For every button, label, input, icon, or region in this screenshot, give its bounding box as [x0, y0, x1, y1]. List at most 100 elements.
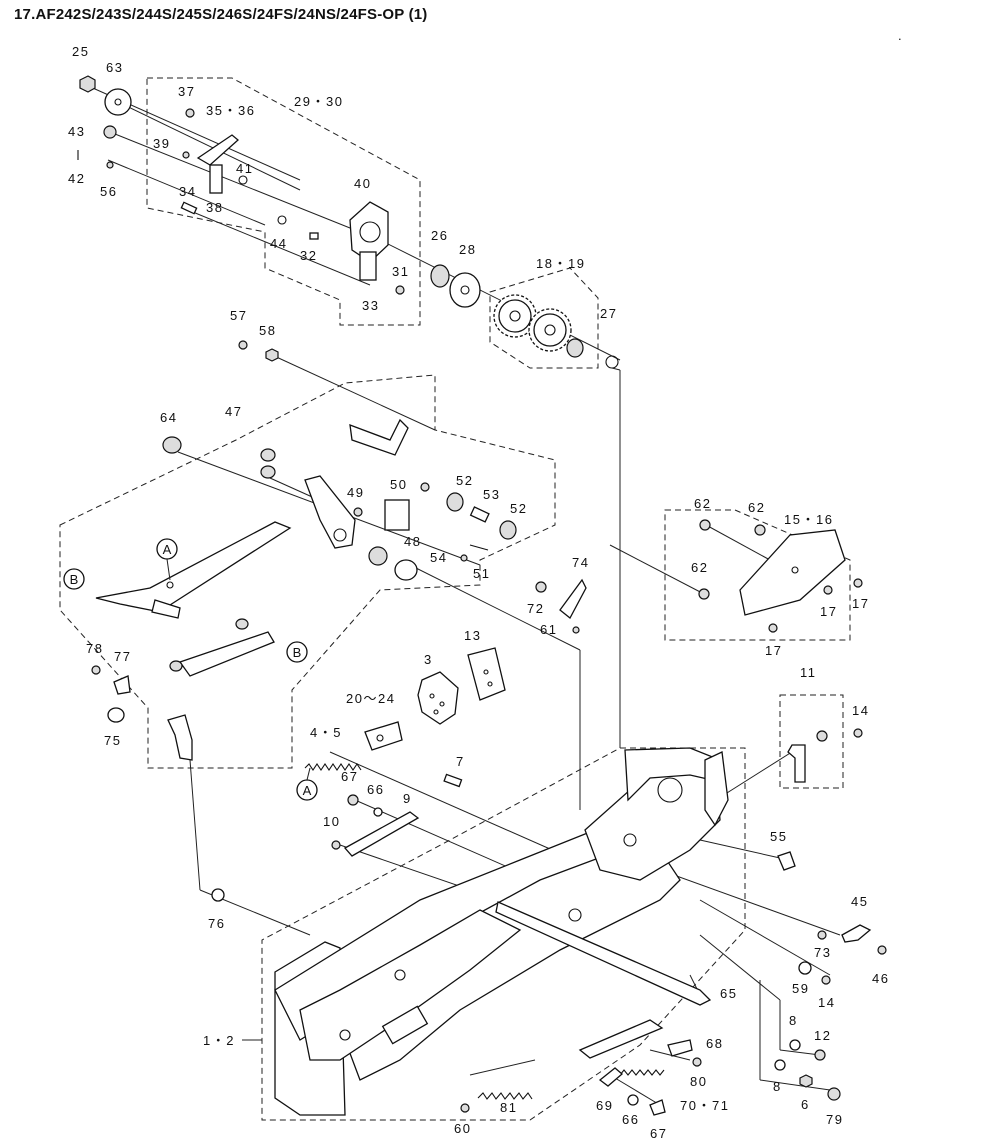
- label-44: 44: [270, 236, 287, 251]
- screw-14b: [821, 975, 831, 985]
- label-68: 68: [706, 1036, 723, 1051]
- washer-59: [798, 961, 812, 975]
- label-32: 32: [300, 248, 317, 263]
- slot-plate-68: [578, 1019, 664, 1059]
- bracket-11: [787, 744, 806, 783]
- lever-45: [841, 924, 872, 943]
- label-25: 25: [72, 44, 89, 59]
- label-7: 7: [456, 754, 465, 769]
- label-65: 65: [720, 986, 737, 1001]
- label-28: 28: [459, 242, 476, 257]
- cam-plate-40: [349, 201, 389, 263]
- label-26: 26: [431, 228, 448, 243]
- label-62b: 62: [748, 500, 765, 515]
- lever-74: [559, 578, 587, 619]
- plate-3: [417, 671, 459, 725]
- nut-6: [799, 1074, 813, 1088]
- screw-56: [106, 161, 114, 169]
- screw-54: [460, 554, 468, 562]
- label-77: 77: [114, 649, 131, 664]
- ring-27: [605, 355, 619, 369]
- label-14b: 14: [818, 995, 835, 1010]
- pin-32: [309, 232, 319, 240]
- bolt-12: [814, 1049, 826, 1061]
- washer: [394, 559, 418, 581]
- group-11-outline: [779, 694, 844, 789]
- label-63: 63: [106, 60, 123, 75]
- label-78: 78: [86, 641, 103, 656]
- label-48: 48: [404, 534, 421, 549]
- label-8b: 8: [773, 1079, 782, 1094]
- washer-8a: [789, 1039, 801, 1051]
- label-17b: 17: [852, 596, 869, 611]
- label-67a: 67: [341, 769, 358, 784]
- screw-17a: [823, 585, 833, 595]
- label-53: 53: [483, 487, 500, 502]
- label-13: 13: [464, 628, 481, 643]
- nut-62c: [698, 588, 710, 600]
- label-52b: 52: [510, 501, 527, 516]
- roller-c: [235, 618, 249, 630]
- washer-66a: [373, 807, 383, 817]
- screw-49: [353, 507, 363, 517]
- screw-67a: [347, 794, 359, 806]
- bracket-68: [667, 1039, 693, 1057]
- ring-41: [238, 175, 248, 185]
- spring-81: [477, 1092, 533, 1100]
- roller-52a: [446, 492, 464, 512]
- label-10: 10: [323, 814, 340, 829]
- label-17a: 17: [820, 604, 837, 619]
- washer-75: [107, 707, 125, 723]
- screw-10: [331, 840, 341, 850]
- label-42: 42: [68, 171, 85, 186]
- diagram-title: 17.AF242S/243S/244S/245S/246S/24FS/24NS/…: [14, 6, 428, 23]
- label-62a: 62: [694, 496, 711, 511]
- label-12: 12: [814, 1028, 831, 1043]
- callout-A-upper-text: A: [163, 542, 172, 557]
- label-50: 50: [390, 477, 407, 492]
- bushing-26: [430, 264, 450, 288]
- screw-46: [877, 945, 887, 955]
- roller-64: [162, 436, 182, 454]
- spring-4-5: [304, 763, 362, 771]
- washer-63: [104, 88, 132, 116]
- label-3: 3: [424, 652, 433, 667]
- screw-55: [777, 851, 796, 871]
- label-40: 40: [354, 176, 371, 191]
- screw-78: [91, 665, 101, 675]
- link-bar-B: [178, 631, 275, 677]
- nut-43: [103, 125, 117, 139]
- label-73: 73: [814, 945, 831, 960]
- callout-A-lower: A: [296, 779, 318, 801]
- label-8a: 8: [789, 1013, 798, 1028]
- nut-62b: [754, 524, 766, 536]
- label-69: 69: [596, 1098, 613, 1113]
- callout-A-upper: A: [156, 538, 178, 560]
- roller-b: [260, 465, 276, 479]
- label-41: 41: [236, 161, 253, 176]
- dot-mark: .: [898, 28, 903, 43]
- screw-67b: [649, 1099, 666, 1116]
- gear-19: [528, 308, 572, 352]
- washer-8b: [774, 1059, 786, 1071]
- label-15-16: 15・16: [784, 512, 833, 527]
- label-52a: 52: [456, 473, 473, 488]
- roller-d: [169, 660, 183, 672]
- link-69: [598, 1067, 623, 1087]
- nut-62a: [699, 519, 711, 531]
- group-15-16-outline: [664, 509, 851, 641]
- roller-72: [535, 581, 547, 593]
- washer-76: [211, 888, 225, 902]
- label-79: 79: [826, 1112, 843, 1127]
- long-lever-A: [95, 521, 292, 613]
- label-33: 33: [362, 298, 379, 313]
- callout-B-right: B: [286, 641, 308, 663]
- label-49: 49: [347, 485, 364, 500]
- group-29-30-outline: [146, 77, 421, 326]
- roller-52b: [499, 520, 517, 540]
- callout-B-left: B: [63, 568, 85, 590]
- label-61: 61: [540, 622, 557, 637]
- label-11: 11: [800, 665, 817, 680]
- shaft-53: [469, 506, 490, 523]
- main-frame-outline: [261, 747, 746, 1121]
